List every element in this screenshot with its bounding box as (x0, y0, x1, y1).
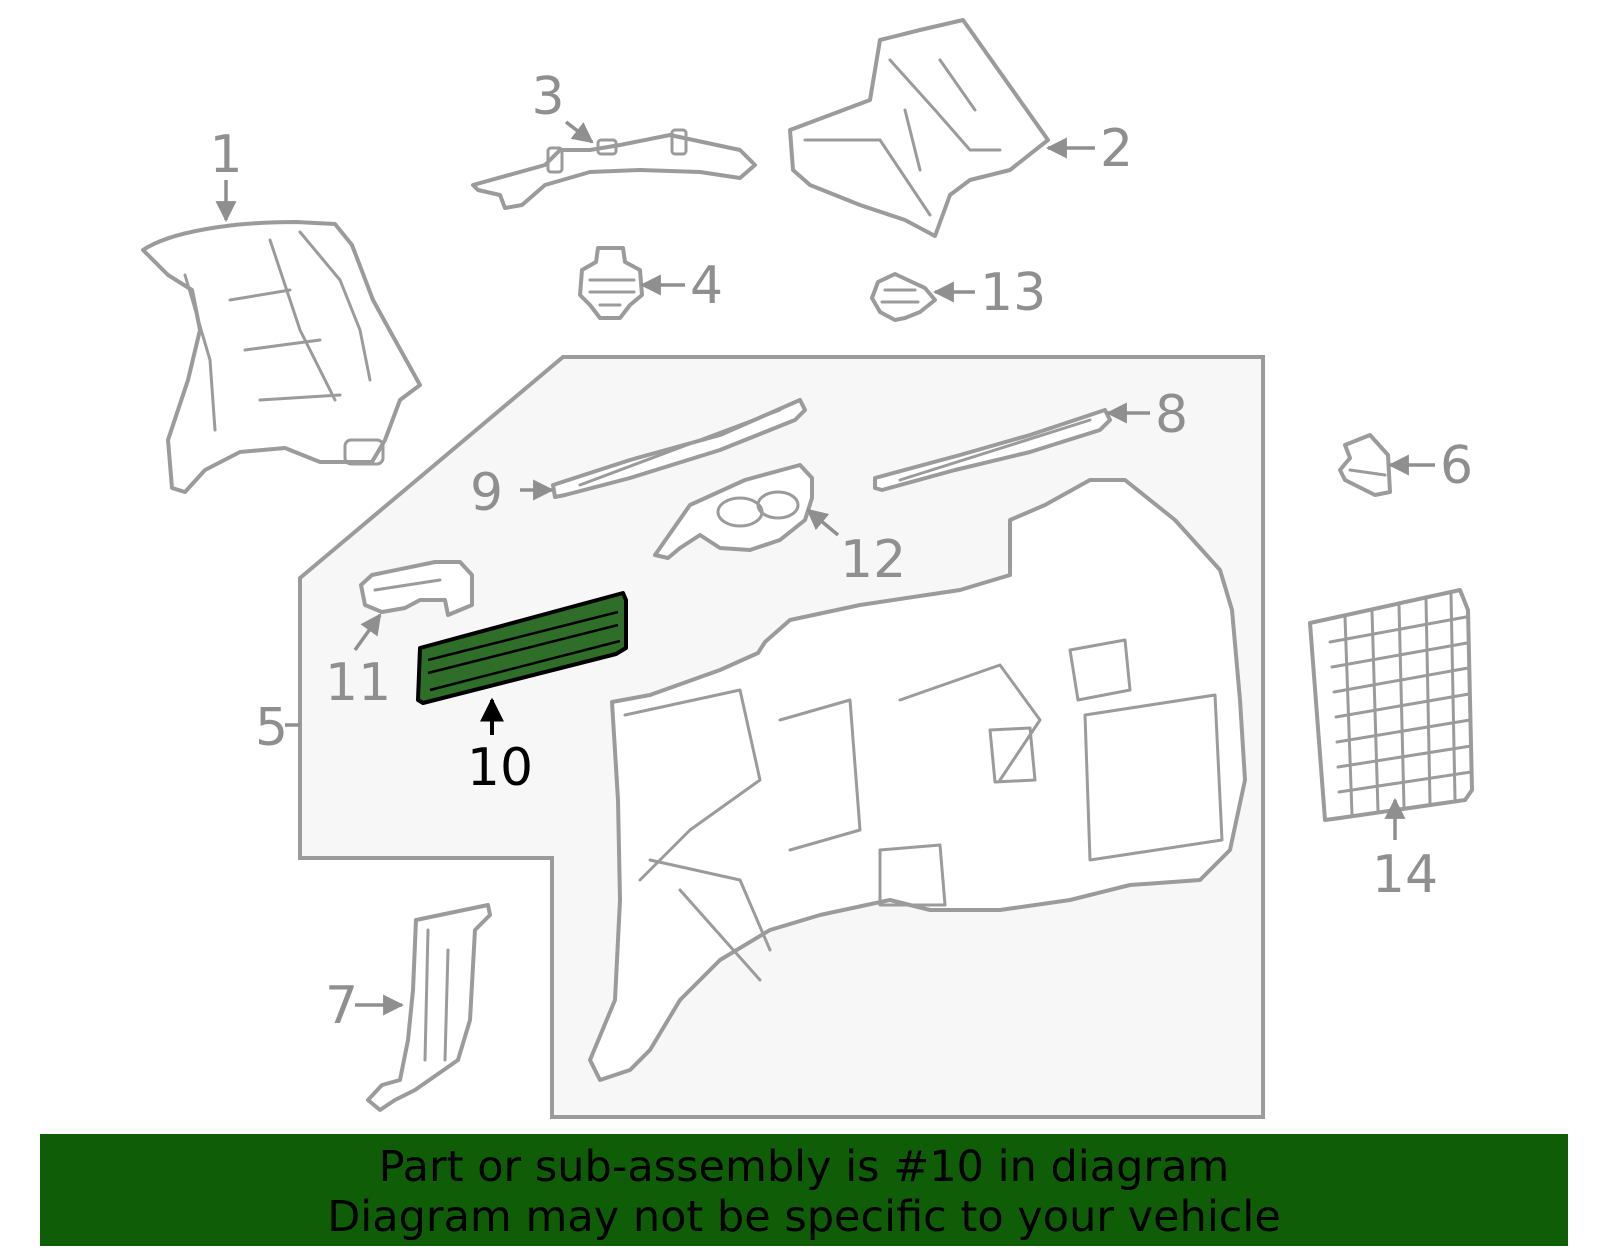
callout-1: 1 (209, 125, 242, 185)
callout-3: 3 (531, 67, 564, 127)
part-12-cup-holder[interactable] (653, 463, 814, 560)
quarter-trim-assembly[interactable] (588, 478, 1247, 1082)
callout-6: 6 (1440, 436, 1473, 496)
banner-line-1: Part or sub-assembly is #10 in diagram (378, 1142, 1230, 1192)
banner-line-2: Diagram may not be specific to your vehi… (327, 1192, 1281, 1242)
part-4-clip[interactable] (578, 246, 644, 320)
callout-4: 4 (690, 256, 723, 316)
part-3-bracket-rail[interactable] (471, 128, 757, 210)
callout-8: 8 (1155, 385, 1188, 445)
info-banner: Part or sub-assembly is #10 in diagram D… (40, 1134, 1568, 1246)
callout-9: 9 (470, 463, 503, 523)
leader-lines (215, 120, 1435, 1016)
part-8-rail[interactable] (873, 408, 1112, 492)
part-13-clip[interactable] (870, 272, 937, 322)
callout-5: 5 (255, 698, 288, 758)
callout-10: 10 (467, 738, 533, 798)
callout-2: 2 (1100, 119, 1133, 179)
part-14-grid-panel[interactable] (1308, 588, 1474, 822)
part-2-upper-trim-panel[interactable] (788, 18, 1050, 238)
part-1-quarter-trim-panel[interactable] (141, 220, 422, 494)
callout-14: 14 (1372, 845, 1438, 905)
part-11-storage-tray[interactable] (359, 560, 474, 617)
part-7-pillar-trim[interactable] (366, 903, 492, 1112)
part-10-cover-panel[interactable] (416, 591, 628, 705)
callout-13: 13 (980, 263, 1046, 323)
part-9-rail[interactable] (551, 398, 807, 499)
callout-11: 11 (325, 653, 391, 713)
callout-7: 7 (325, 976, 358, 1036)
part-6-bracket[interactable] (1338, 433, 1392, 497)
callout-12: 12 (840, 530, 906, 590)
